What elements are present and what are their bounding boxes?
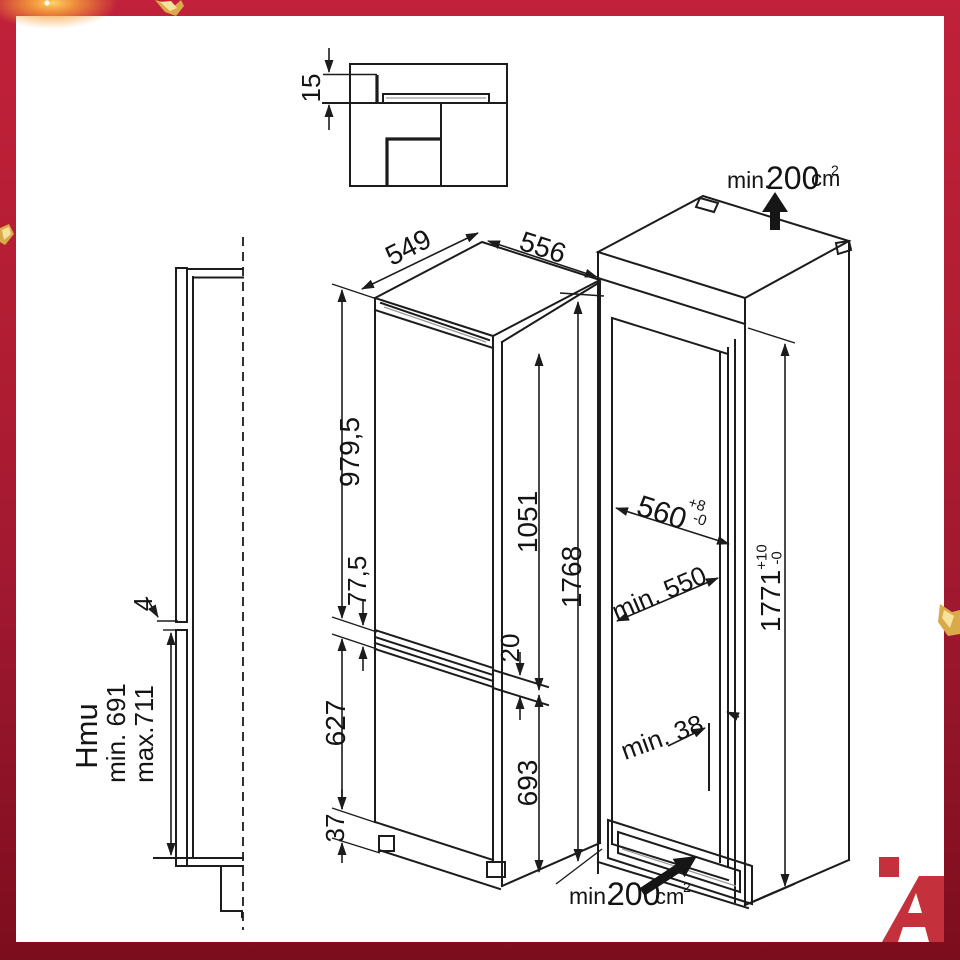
dimension-label-20: 20 (495, 634, 525, 663)
label-max-711: max.711 (129, 685, 159, 783)
niche-drawing: min. 200 cm 2 560 +8 -0 min. 550 1771 +1… (569, 160, 853, 912)
dim-mid-gap: 20 (495, 634, 525, 720)
logo-square (879, 857, 899, 877)
label-bottom-vent: min. 200 cm 2 (569, 876, 691, 912)
dimension-label-1771-tol-plus: +10 (753, 544, 770, 569)
confetti-decorations (0, 0, 960, 636)
dimension-label-560: 560 (633, 490, 691, 537)
label-min-691: min. 691 (101, 683, 131, 783)
dimension-label-627: 627 (320, 700, 351, 747)
dimension-label-1051: 1051 (512, 491, 543, 553)
top-vent-min: min. (727, 167, 770, 193)
top-vent-sup: 2 (831, 162, 839, 178)
dimension-label-693: 693 (512, 760, 543, 807)
top-vent-value: 200 (766, 160, 819, 196)
dim-top-width: 549 (361, 223, 479, 290)
dim-lower-door-height: 627 (320, 638, 351, 810)
top-vent-unit: cm (811, 166, 840, 191)
brand-logo (879, 857, 944, 942)
dimension-label-1771-tol-minus: -0 (768, 551, 785, 564)
airflow-arrow-top-icon (762, 192, 788, 230)
label-hmu: Hmu (69, 703, 104, 768)
dim-plinth-height: 37 (320, 789, 350, 863)
dim-door-gap: 4 (128, 596, 178, 622)
confetti-ribbon-highlight (160, 1, 177, 11)
dim-niche-height: 1771 +10 -0 (753, 343, 790, 887)
dimension-label-77-5: 77,5 (342, 556, 372, 607)
dimension-label-549: 549 (380, 223, 436, 272)
sparkle-decoration (44, 0, 50, 6)
dimension-label-1768: 1768 (556, 546, 587, 608)
bottom-vent-unit: cm (655, 884, 684, 909)
dim-niche-depth: min. 550 (607, 560, 719, 627)
dimension-label-560-tol-plus: +8 (686, 494, 708, 515)
dim-upper-door-height: 979,5 (334, 289, 365, 619)
dimension-label-15: 15 (296, 74, 326, 103)
dim-upper-section: 1051 (512, 353, 544, 691)
dimension-label-37: 37 (320, 814, 350, 843)
confetti-diamond-highlight (2, 227, 11, 240)
bottom-vent-value: 200 (607, 876, 660, 912)
dim-hmu: Hmu min. 691 max.711 (69, 629, 176, 856)
dimension-label-min-38: min. 38 (617, 708, 707, 765)
dimension-label-560-tol-minus: -0 (691, 510, 709, 530)
dim-top-depth: 556 (487, 225, 598, 278)
dimension-label-1771: 1771 (755, 570, 786, 632)
top-detail-drawing: 15 (296, 48, 508, 187)
dimension-label-556: 556 (516, 225, 570, 269)
confetti-ribbon-right-highlight (942, 610, 954, 628)
dim-hinge-gap: 77,5 (342, 556, 372, 671)
glow-decoration (0, 0, 118, 29)
logo-letter-a (882, 876, 944, 942)
airflow-arrow-bottom-icon (639, 856, 697, 896)
dim-total-height: 1768 (556, 301, 587, 862)
dimension-label-979-5: 979,5 (334, 417, 365, 487)
bottom-vent-min: min. (569, 883, 612, 909)
appliance-front-drawing: 549 556 979,5 77,5 627 37 1051 (320, 223, 605, 891)
bottom-vent-sup: 2 (683, 879, 691, 895)
label-top-vent: min. 200 cm 2 (727, 160, 840, 196)
dimension-label-min-550: min. 550 (607, 560, 711, 627)
dimension-label-4: 4 (128, 597, 158, 611)
dim-recess-depth: 15 (296, 48, 334, 130)
wall-profile-drawing: 4 Hmu min. 691 max.711 (69, 237, 244, 930)
dim-lower-section: 693 (512, 694, 544, 873)
dim-niche-width: 560 +8 -0 (615, 490, 730, 545)
